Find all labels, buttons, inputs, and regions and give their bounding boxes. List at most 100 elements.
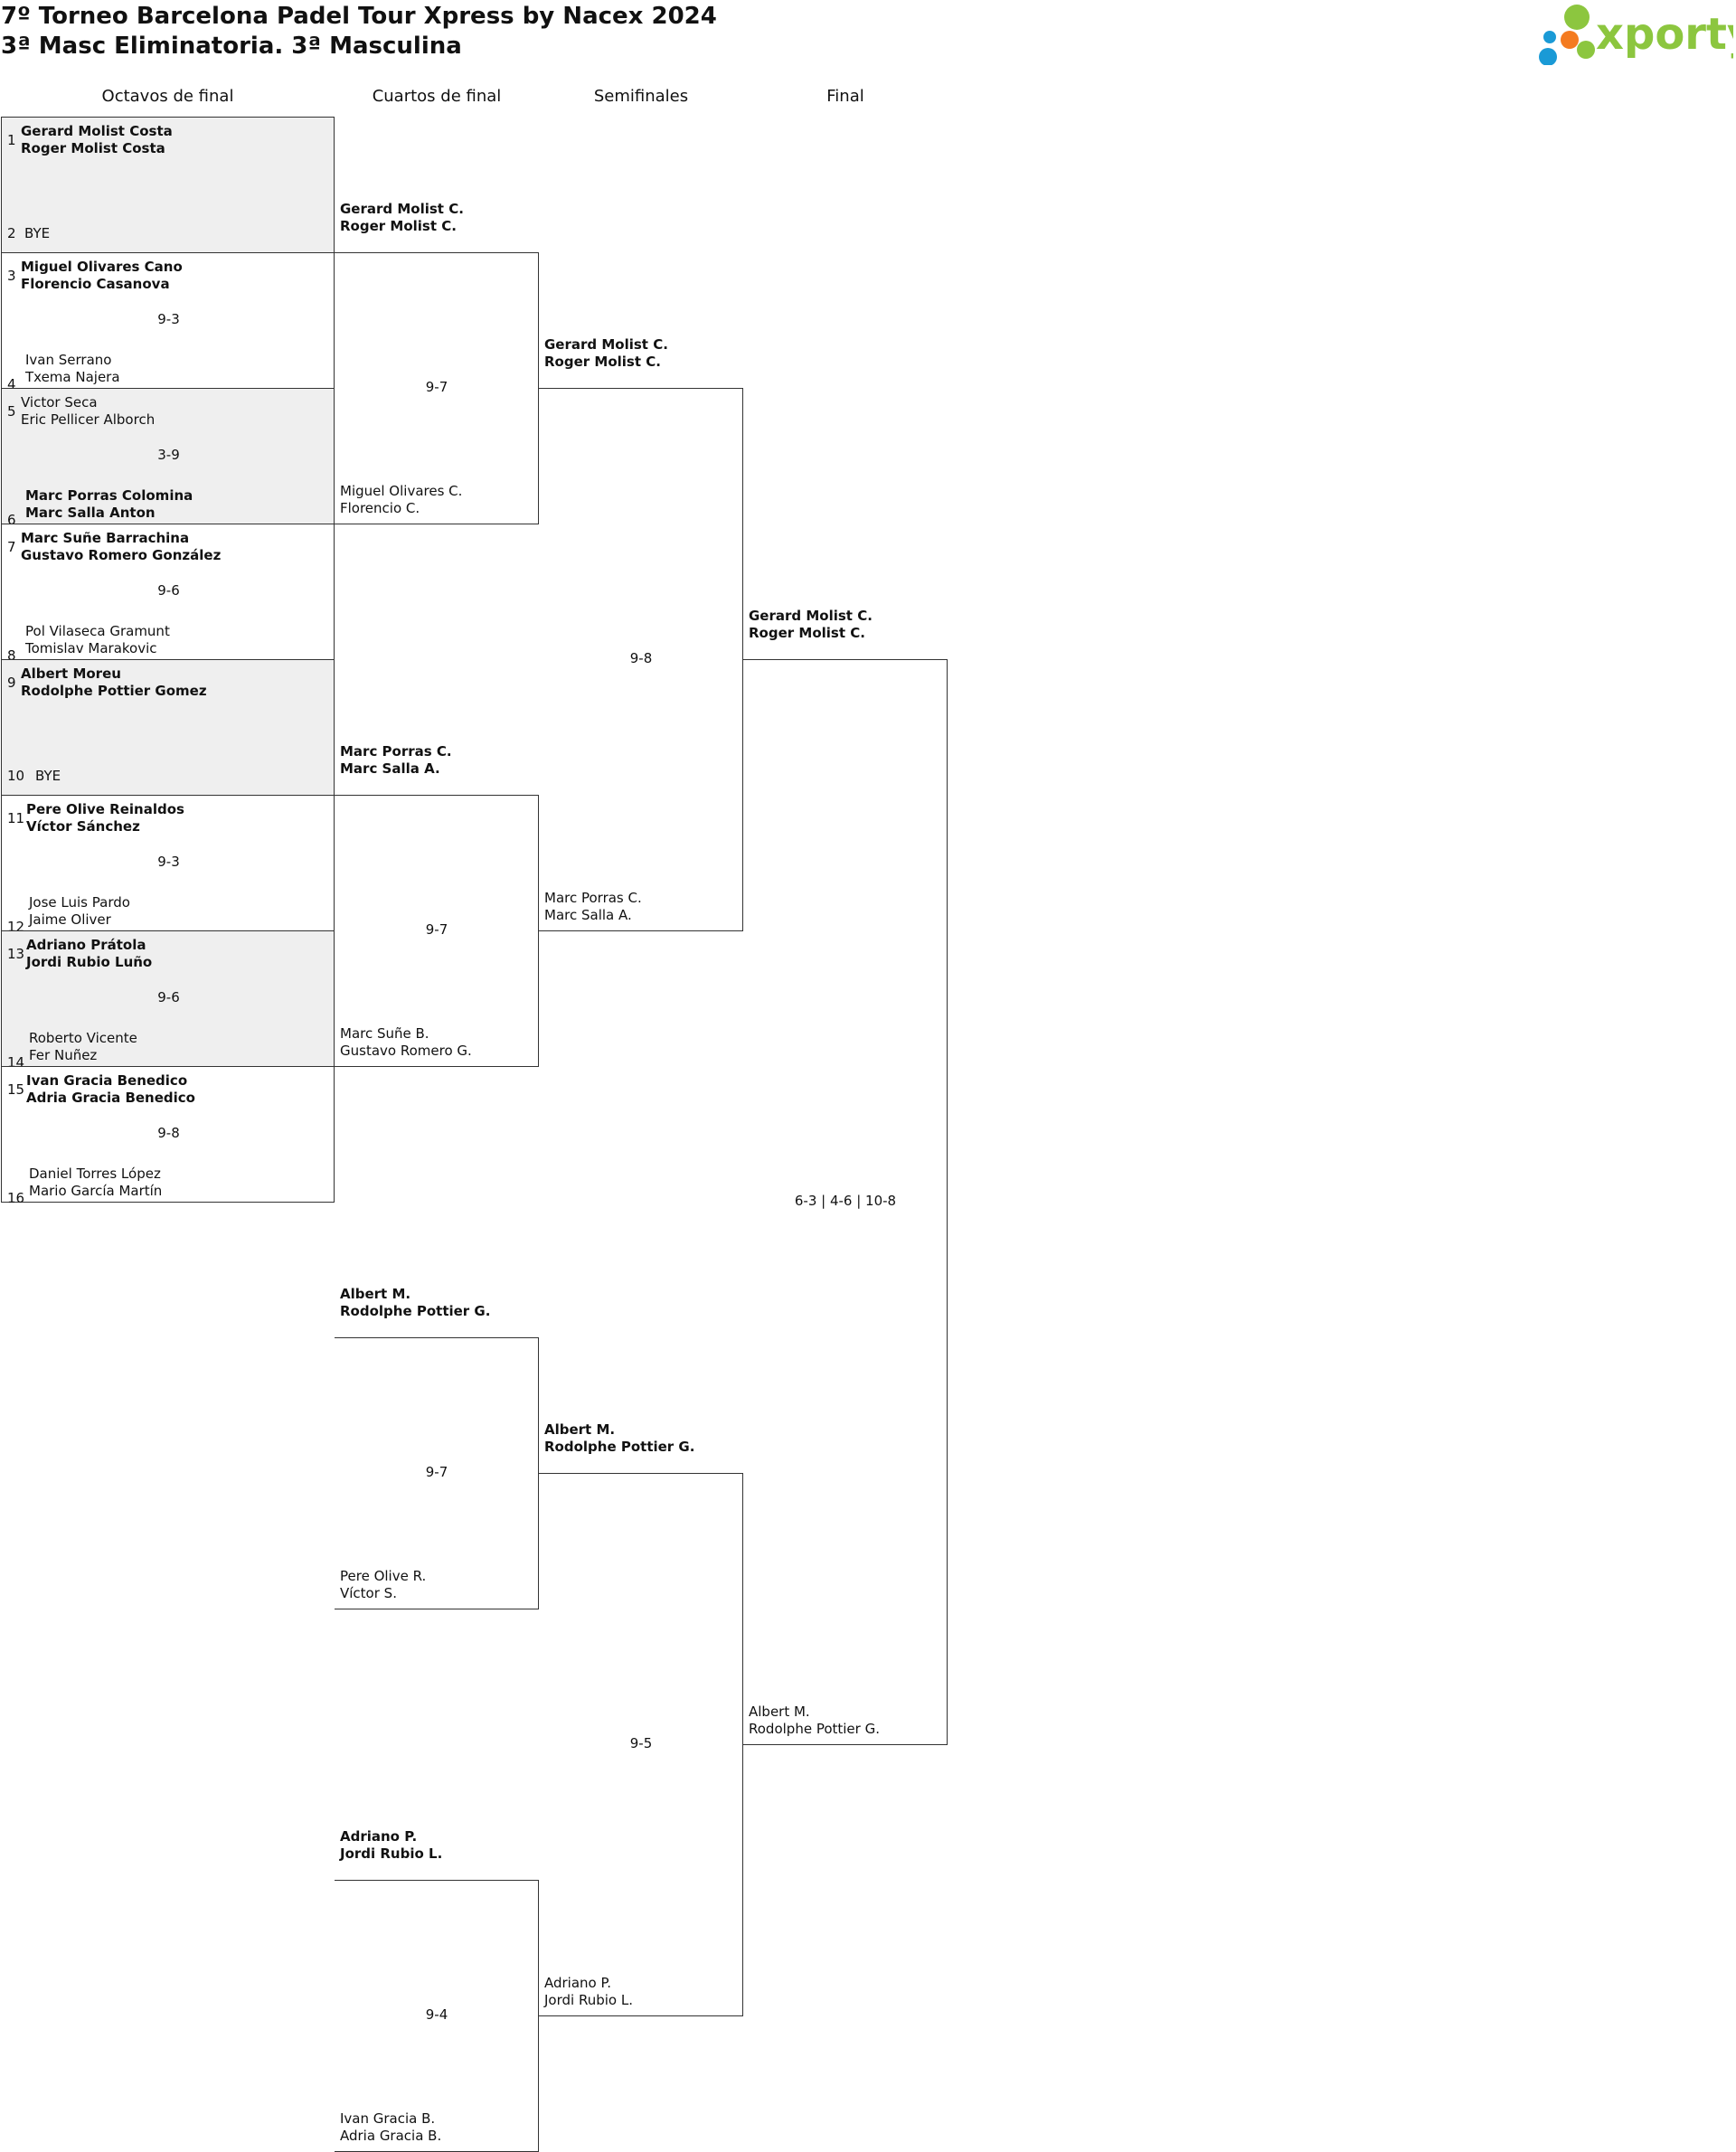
round-label-octavos: Octavos de final — [101, 87, 234, 106]
seed-number: 3 — [7, 268, 16, 284]
team-pair-top: Gerard Molist C.Roger Molist C. — [544, 336, 668, 371]
player-name: Jordi Rubio L. — [340, 1845, 443, 1862]
seed-number: 9 — [7, 675, 16, 691]
player-name: Gerard Molist Costa — [21, 123, 173, 139]
team-pair-top: Gerard Molist C.Roger Molist C. — [340, 201, 464, 235]
match-score: 9-4 — [425, 2006, 448, 2023]
player-name: Miguel Olivares Cano — [21, 259, 183, 275]
player-name: Marc Salla A. — [340, 760, 440, 777]
player-name: Victor Seca — [21, 394, 98, 411]
seed-number: 7 — [7, 539, 16, 555]
seed-number: 13 — [7, 946, 25, 962]
seed-number: 10 — [7, 768, 25, 784]
player-name: Gustavo Romero González — [21, 547, 222, 563]
round-label-semifinales: Semifinales — [593, 87, 689, 106]
bracket-connector — [335, 252, 539, 524]
player-name: Víctor Sánchez — [26, 818, 140, 835]
player-name: Marc Porras Colomina — [25, 487, 193, 504]
match-score: 9-7 — [425, 921, 448, 938]
player-name: Ivan Serrano — [25, 352, 112, 368]
round-label-final: Final — [826, 87, 864, 106]
player-name: Adriano P. — [340, 1828, 418, 1845]
player-name: Marc Suñe B. — [340, 1025, 429, 1042]
player-name: Gerard Molist C. — [340, 201, 464, 217]
player-name: Albert M. — [340, 1286, 411, 1302]
player-name: Adria Gracia B. — [340, 2128, 442, 2144]
bracket-connector — [335, 795, 539, 1067]
player-name: Daniel Torres López — [29, 1166, 161, 1182]
team-pair-bottom: Marc Porras C.Marc Salla A. — [544, 890, 642, 924]
match-score: 9-7 — [425, 379, 448, 395]
player-name: Tomislav Marakovic — [25, 640, 157, 656]
seed-number: 1 — [7, 132, 16, 148]
player-name: Rodolphe Pottier G. — [340, 1303, 491, 1319]
team-pair-bottom: Marc Suñe B.Gustavo Romero G. — [340, 1025, 472, 1060]
player-name: Rodolphe Pottier G. — [544, 1439, 695, 1455]
seed-number: 16 — [7, 1190, 25, 1206]
draw-subtitle: 3ª Masc Eliminatoria. 3ª Masculina — [1, 33, 462, 60]
player-name: Roger Molist C. — [340, 218, 457, 234]
player-name: Ivan Gracia Benedico — [26, 1072, 188, 1089]
player-name: Pere Olive Reinaldos — [26, 801, 184, 817]
player-name: Rodolphe Pottier G. — [749, 1721, 880, 1737]
bracket-connector — [539, 388, 743, 931]
player-name: Gerard Molist C. — [749, 608, 873, 624]
player-name: Roger Molist Costa — [21, 140, 165, 156]
bye-label: BYE — [35, 768, 61, 784]
player-name: Miguel Olivares C. — [340, 483, 463, 499]
player-name: Marc Porras C. — [340, 743, 452, 760]
player-name: Florencio Casanova — [21, 276, 170, 292]
team-pair-bottom: Ivan Gracia B.Adria Gracia B. — [340, 2110, 441, 2145]
match-score: 9-7 — [425, 1464, 448, 1480]
match-score: 9-8 — [629, 650, 653, 666]
xporty-logo-icon: xporty — [1539, 5, 1733, 65]
match-score: 9-8 — [157, 1125, 180, 1141]
player-name: Roberto Vicente — [29, 1030, 137, 1046]
player-name: Gustavo Romero G. — [340, 1043, 472, 1059]
match-score: 9-6 — [157, 989, 180, 1005]
player-name: Florencio C. — [340, 500, 420, 516]
team-pair-top: Albert M.Rodolphe Pottier G. — [544, 1421, 694, 1456]
match-score: 9-3 — [157, 854, 180, 870]
player-name: Gerard Molist C. — [544, 336, 668, 353]
player-name: Ivan Gracia B. — [340, 2110, 436, 2127]
match-score: 3-9 — [157, 447, 180, 463]
match-score: 9-3 — [157, 311, 180, 327]
match-score: 6-3 | 4-6 | 10-8 — [794, 1193, 897, 1209]
team-pair-bottom: Pere Olive R.Víctor S. — [340, 1568, 426, 1602]
player-name: Eric Pellicer Alborch — [21, 411, 156, 428]
team-pair-top: Gerard Molist C.Roger Molist C. — [749, 608, 873, 642]
player-name: Jordi Rubio Luño — [26, 954, 153, 970]
player-name: Albert M. — [544, 1421, 616, 1438]
